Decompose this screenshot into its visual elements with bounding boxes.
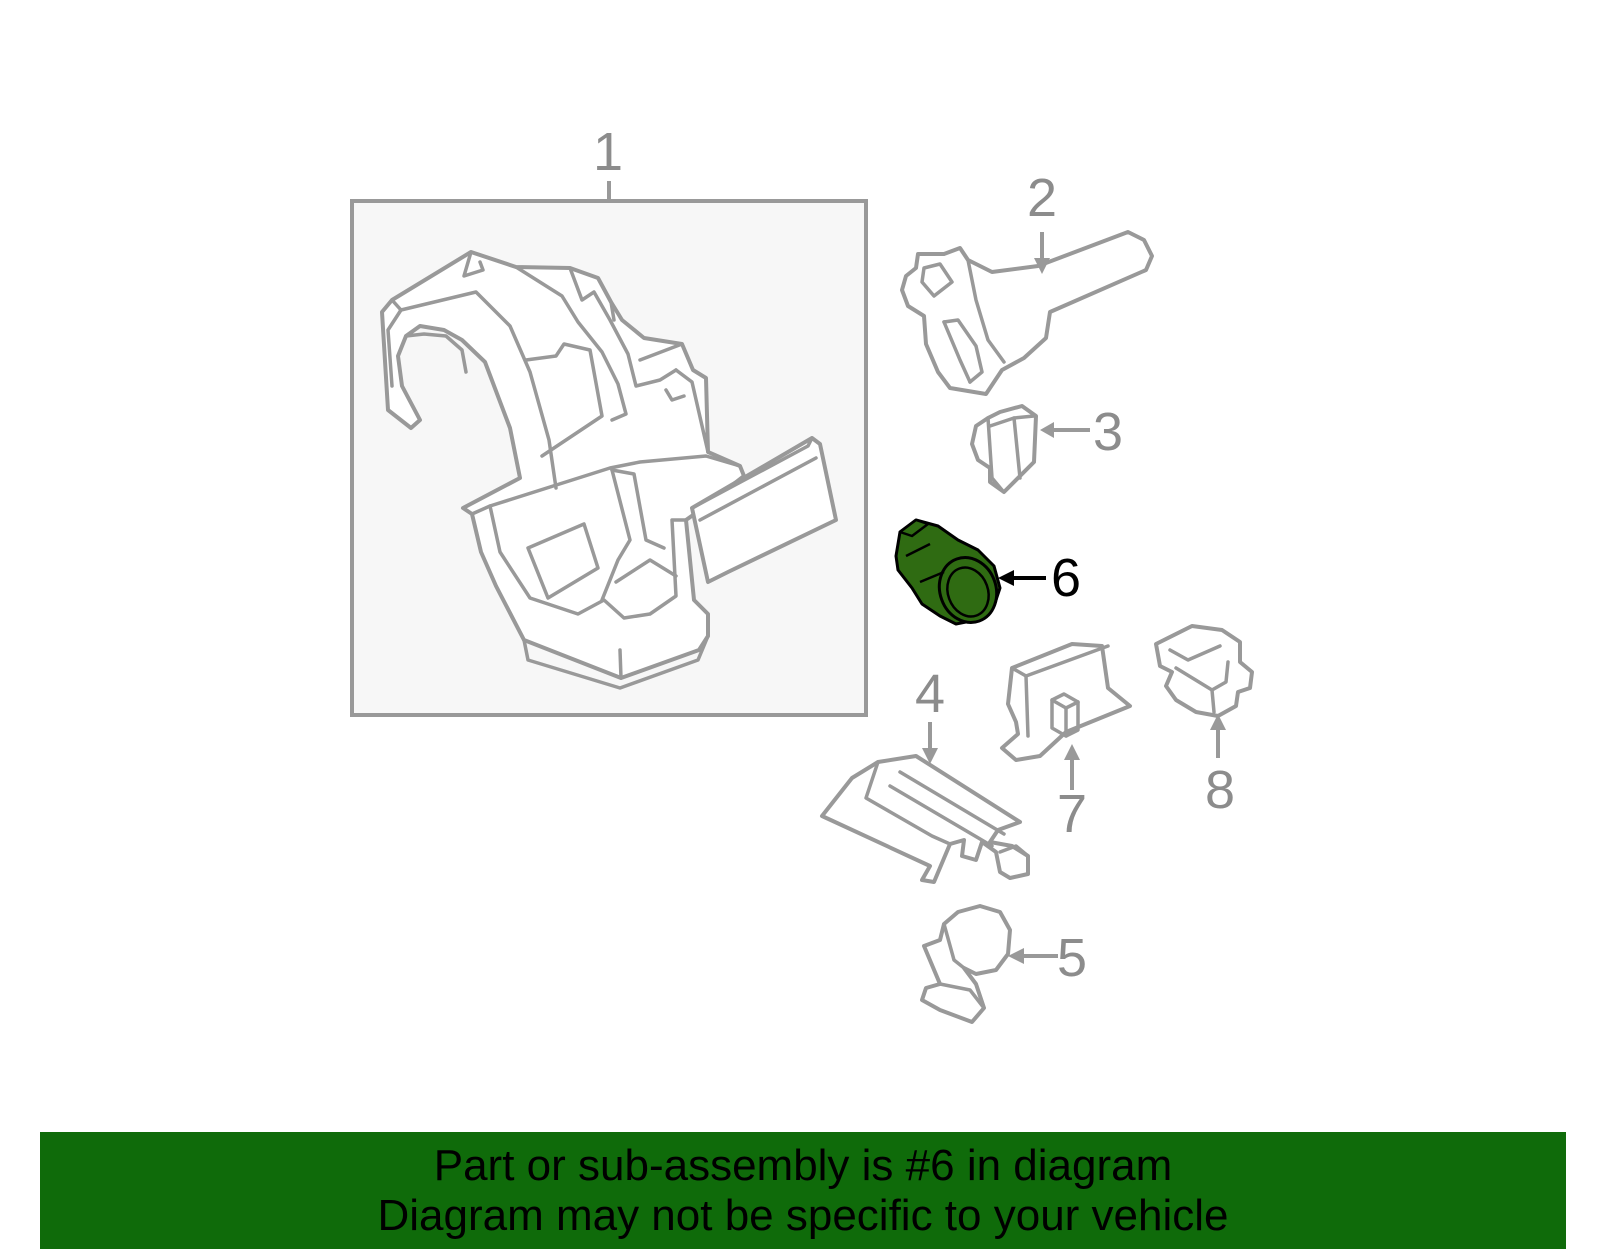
part-6-ignition-lock-cylinder[interactable] <box>894 518 1046 631</box>
part-8-bracket[interactable] <box>1154 624 1254 758</box>
part-2-combination-switch[interactable] <box>900 230 1154 396</box>
part-info-banner: Part or sub-assembly is #6 in diagram Di… <box>40 1132 1566 1249</box>
part-4-lower-cover[interactable] <box>820 722 1030 884</box>
part-3-connector[interactable] <box>970 404 1090 494</box>
part-1-column-cover-assembly[interactable] <box>350 181 868 717</box>
callout-3: 3 <box>1093 402 1123 462</box>
callout-4: 4 <box>915 664 945 724</box>
callout-5: 5 <box>1057 928 1087 988</box>
banner-line-disclaimer: Diagram may not be specific to your vehi… <box>377 1190 1229 1240</box>
part-7-module[interactable] <box>1000 642 1132 790</box>
banner-line-part: Part or sub-assembly is #6 in diagram <box>433 1140 1173 1190</box>
callout-6: 6 <box>1051 548 1081 608</box>
callout-1: 1 <box>593 122 623 182</box>
callout-8: 8 <box>1205 760 1235 820</box>
part-5-clip[interactable] <box>920 904 1058 1024</box>
callout-7: 7 <box>1057 784 1087 844</box>
callout-2: 2 <box>1027 168 1057 228</box>
